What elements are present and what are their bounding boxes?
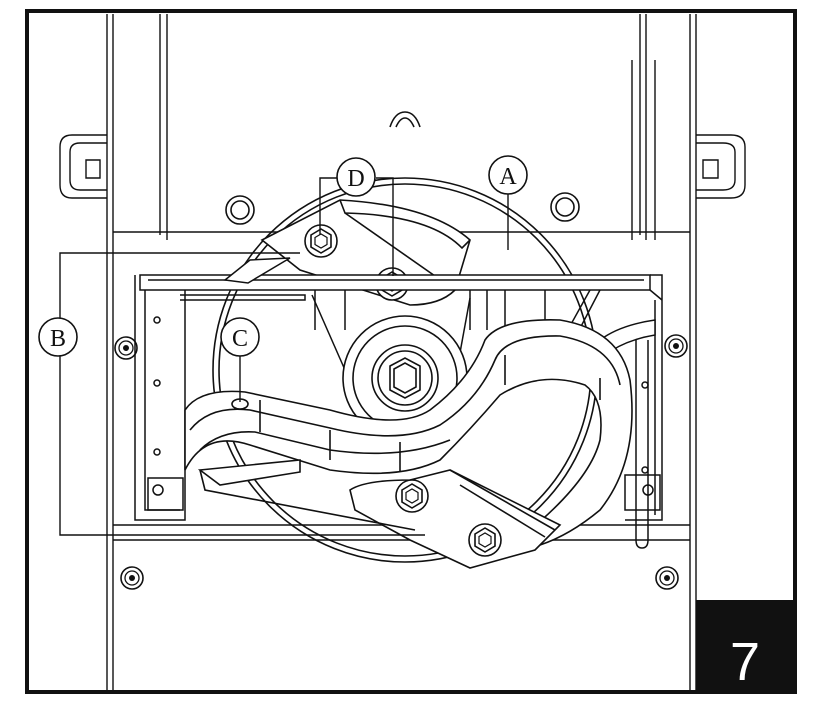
callout-leaders (59, 177, 509, 536)
callout-d-label: D (347, 166, 364, 192)
bolt-lower-left (395, 479, 429, 513)
julienne-blade (184, 319, 633, 546)
callout-a-label: A (499, 164, 517, 190)
step-badge: 7 (696, 600, 795, 692)
callout-c: C (220, 317, 260, 357)
callout-a: A (488, 155, 528, 195)
callout-d: D (336, 157, 376, 197)
callout-b: B (38, 317, 78, 357)
bolt-d-left (304, 224, 338, 258)
step-number: 7 (730, 632, 760, 692)
callout-c-label: C (232, 326, 248, 352)
bolt-lower-right (468, 523, 502, 557)
callout-b-label: B (50, 326, 66, 352)
